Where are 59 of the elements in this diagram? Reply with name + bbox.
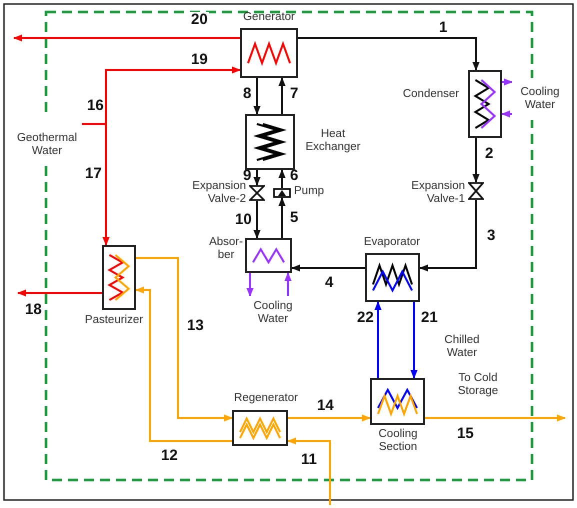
arrow [13, 34, 240, 42]
arrow [135, 286, 232, 442]
arrow [425, 414, 566, 422]
arrow [278, 77, 286, 114]
stream-number: 3 [486, 228, 496, 243]
stream-number: 1 [438, 20, 448, 35]
arrow [501, 110, 512, 118]
stream-number: 19 [190, 52, 209, 67]
stream-number: 8 [242, 86, 252, 101]
arrow [419, 200, 477, 272]
stream-number: 6 [289, 168, 300, 183]
stream-number: 13 [186, 318, 205, 333]
stream-number: 4 [324, 275, 334, 290]
arrow [253, 201, 261, 239]
stream-number: 12 [160, 448, 179, 463]
stream-number: 22 [356, 310, 375, 325]
stream-number: 5 [289, 210, 300, 225]
text-label: Chilled Water [443, 334, 481, 360]
arrow [284, 272, 292, 296]
stream-number: 16 [86, 98, 105, 113]
arrow [253, 78, 261, 115]
stream-number: 20 [190, 12, 209, 27]
node-label: Pump [294, 185, 326, 199]
node-label: Absor- ber [208, 236, 244, 263]
arrow [472, 138, 480, 183]
node-label: Evaporator [362, 236, 422, 250]
stream-number: 11 [300, 452, 318, 467]
node-label: Condenser [402, 88, 460, 102]
arrow [502, 78, 513, 86]
node-label: Generator [242, 11, 296, 25]
text-label: To Cold Storage [456, 372, 500, 398]
stream-number: 17 [84, 166, 103, 181]
arrow [291, 264, 365, 272]
node-label: Regenerator [233, 392, 299, 406]
arrow [246, 273, 254, 297]
arrow [374, 301, 382, 378]
arrow [17, 289, 102, 297]
stream-number: 18 [24, 302, 43, 317]
arrow [278, 169, 286, 188]
arrow [410, 302, 418, 379]
arrow [278, 197, 286, 238]
arrow [253, 170, 261, 186]
stream-number: 21 [420, 310, 439, 325]
stream-number: 2 [484, 146, 494, 161]
node-label: Expansion Valve-2 [191, 180, 246, 207]
stream-number: 10 [234, 212, 253, 227]
stream-number: 15 [456, 426, 475, 441]
stream-number: 7 [289, 86, 300, 101]
stream-number: 14 [316, 398, 335, 413]
node-label: Pasteurizer [84, 314, 144, 328]
arrow [298, 37, 480, 71]
arrow [82, 123, 110, 246]
arrow [288, 414, 371, 422]
stream-number: 9 [242, 168, 252, 183]
node-label: Cooling Section [378, 428, 418, 455]
arrow [287, 437, 331, 505]
node-label: Expansion Valve-1 [410, 180, 465, 207]
node-label: Heat Exchanger [304, 128, 362, 155]
arrow [136, 257, 233, 422]
